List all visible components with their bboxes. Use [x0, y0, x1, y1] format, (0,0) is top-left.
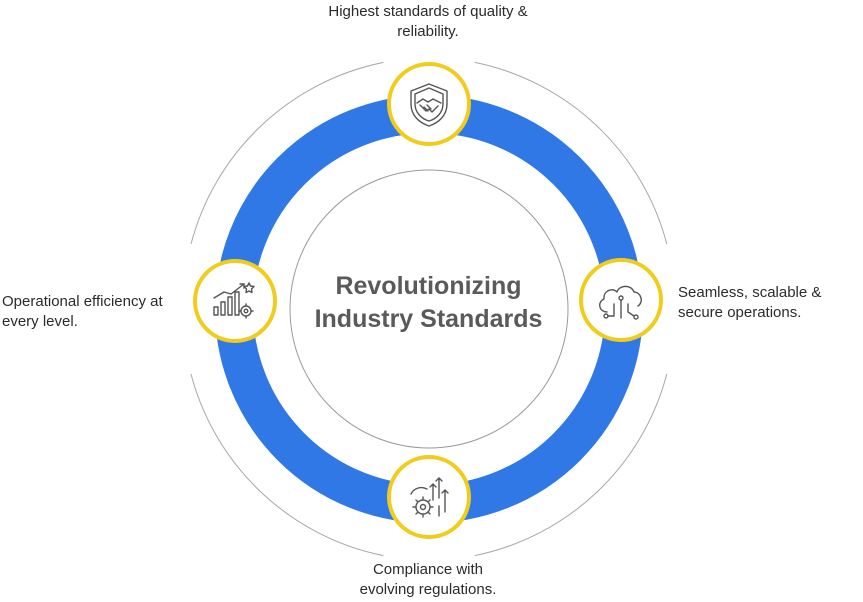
- label-left-line-1: Operational efficiency at: [2, 293, 163, 310]
- cloud-circuit-icon: [599, 285, 642, 320]
- label-right-line-2: secure operations.: [678, 304, 802, 321]
- growth-chart-gear-icon: [213, 282, 255, 319]
- label-right-line-1: Seamless, scalable &: [678, 284, 822, 301]
- outer-arc-bottom-right: [474, 373, 668, 557]
- label-seamless-operations: Seamless, scalable & secure operations.: [678, 283, 863, 323]
- label-quality-reliability: Highest standards of quality & reliabili…: [262, 2, 594, 42]
- outer-arc-top-right: [474, 61, 668, 245]
- node-bottom: [387, 455, 471, 539]
- label-top-line-2: reliability.: [397, 23, 459, 40]
- label-bottom-line-1: Compliance with: [372, 561, 484, 578]
- outer-arc-top-left: [190, 61, 384, 245]
- center-title-line-1: Revolutionizing: [335, 272, 522, 300]
- center-title: Revolutionizing Industry Standards: [290, 270, 567, 336]
- gear-arrows-icon: [410, 477, 449, 518]
- node-top: [387, 62, 471, 146]
- label-bottom-line-2: evolving regulations.: [359, 581, 497, 598]
- center-title-line-2: Industry Standards: [314, 305, 543, 333]
- shield-handshake-icon: [410, 83, 448, 127]
- node-right: [579, 258, 663, 342]
- label-compliance: Compliance with evolving regulations.: [312, 560, 544, 600]
- label-operational-efficiency: Operational efficiency at every level.: [2, 292, 187, 332]
- outer-arc-bottom-left: [190, 373, 384, 557]
- inner-circle: [289, 169, 569, 449]
- node-left: [193, 259, 277, 343]
- label-left-line-2: every level.: [2, 313, 78, 330]
- label-top-line-1: Highest standards of quality &: [328, 3, 528, 20]
